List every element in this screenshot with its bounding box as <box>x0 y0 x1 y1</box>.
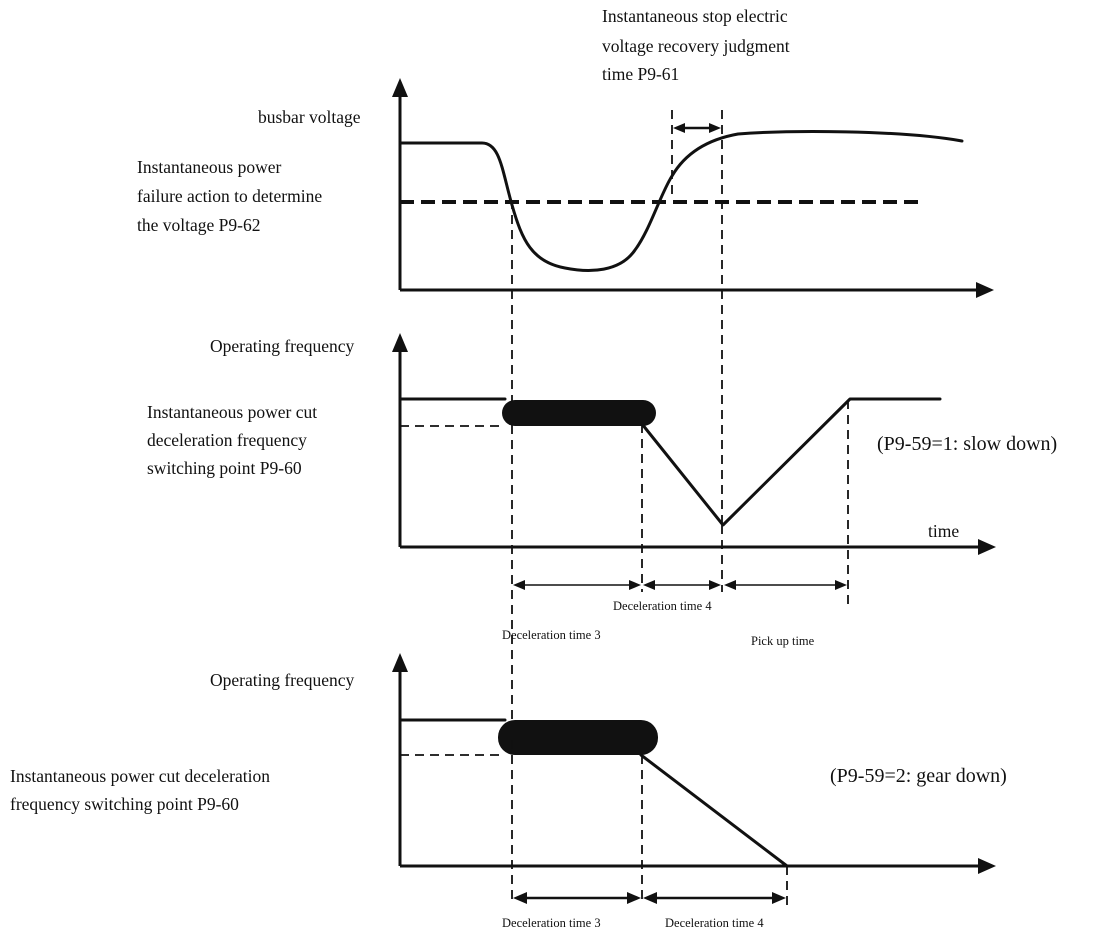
recovery-arrow-right <box>709 123 721 133</box>
switch-point-label-line2-slow: deceleration frequency <box>147 430 307 450</box>
time-axis-label: time <box>928 521 959 541</box>
slow-down-panel: Operating frequency Instantaneous power … <box>147 333 1057 648</box>
decel4-arrow-left-gear <box>643 892 657 904</box>
pickup-arrow-left <box>724 580 736 590</box>
decel4-label-slow: Deceleration time 4 <box>613 599 712 613</box>
time-axis-slow-arrowhead <box>978 539 996 555</box>
frequency-y-axis-gear-arrowhead <box>392 653 408 672</box>
gear-down-mode-label: (P9-59=2: gear down) <box>830 765 1007 787</box>
recovery-time-dimension <box>673 123 721 133</box>
frequency-curve-gear <box>398 718 789 868</box>
stop-judgment-label-line1: Instantaneous stop electric <box>602 6 788 26</box>
voltage-x-axis-arrowhead <box>976 282 994 298</box>
pickup-arrow-right <box>835 580 847 590</box>
time-axis-gear-arrowhead <box>978 858 996 874</box>
frequency-y-axis-slow-arrowhead <box>392 333 408 352</box>
switch-point-label-line2-gear: frequency switching point P9-60 <box>10 794 239 814</box>
frequency-axis-label-gear: Operating frequency <box>210 670 355 690</box>
busbar-voltage-panel: Instantaneous stop electric voltage reco… <box>137 6 994 740</box>
frequency-curve-slow <box>398 397 942 527</box>
switch-point-label-line3-slow: switching point P9-60 <box>147 458 302 478</box>
decel3-arrow-left-gear <box>513 892 527 904</box>
threshold-label-line2: failure action to determine <box>137 186 322 206</box>
decel4-label-gear: Deceleration time 4 <box>665 916 764 930</box>
frequency-axis-label-slow: Operating frequency <box>210 336 355 356</box>
decel-hold-segment-gear <box>498 720 658 755</box>
pickup-time-label: Pick up time <box>751 634 815 648</box>
decel3-arrow-right-gear <box>627 892 641 904</box>
recovery-arrow-left <box>673 123 685 133</box>
voltage-y-axis-arrowhead <box>392 78 408 97</box>
stop-judgment-label-line3: time P9-61 <box>602 64 679 84</box>
decel4-arrow-right-gear <box>772 892 786 904</box>
decel3-label-slow: Deceleration time 3 <box>502 628 601 642</box>
decel3-arrow-right-slow <box>629 580 641 590</box>
threshold-label-line3: the voltage P9-62 <box>137 215 260 235</box>
decel4-arrow-left-slow <box>643 580 655 590</box>
threshold-label-line1: Instantaneous power <box>137 157 282 177</box>
gear-down-panel: Operating frequency Instantaneous power … <box>10 653 1007 930</box>
gear-down-dimensions <box>513 892 786 904</box>
slow-down-mode-label: (P9-59=1: slow down) <box>877 433 1057 455</box>
decel-hold-segment-slow <box>502 400 656 426</box>
busbar-voltage-axis-label: busbar voltage <box>258 107 361 127</box>
decel3-label-gear: Deceleration time 3 <box>502 916 601 930</box>
slow-down-dimensions <box>513 580 847 590</box>
switch-point-label-line1-slow: Instantaneous power cut <box>147 402 317 422</box>
decel4-arrow-right-slow <box>709 580 721 590</box>
decel3-arrow-left-slow <box>513 580 525 590</box>
stop-judgment-label-line2: voltage recovery judgment <box>602 36 790 56</box>
switch-point-label-line1-gear: Instantaneous power cut deceleration <box>10 766 270 786</box>
